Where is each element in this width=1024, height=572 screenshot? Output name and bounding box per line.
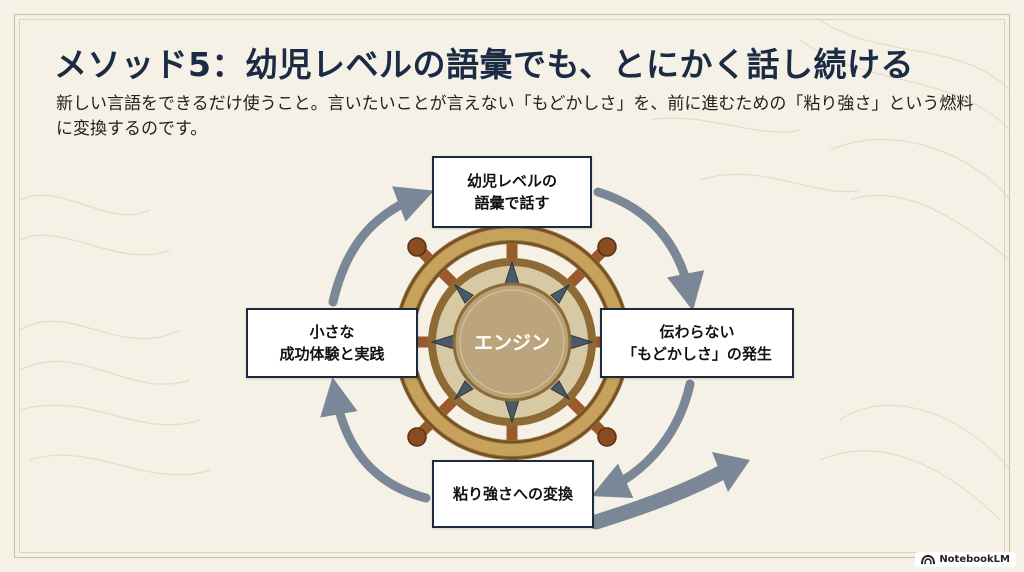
- stage-convert-to-persistence: 粘り強さへの変換: [432, 460, 594, 528]
- stage-speak-with-toddler-vocabulary: 幼児レベルの 語彙で話す: [432, 156, 592, 228]
- arrow-forward-momentum-head: [712, 452, 750, 492]
- stage-small-success-and-practice: 小さな 成功体験と実践: [246, 308, 418, 378]
- arrow-left-to-top: [328, 186, 435, 307]
- engine-label: エンジン: [474, 332, 550, 354]
- arrow-forward-momentum: [588, 460, 738, 530]
- brand-label: NotebookLM: [939, 554, 1010, 565]
- slide-subtitle: 新しい言語をできるだけ使うこと。言いたいことが言えない「もどかしさ」を、前に進む…: [56, 94, 974, 139]
- arrow-right-to-bottom: [591, 379, 695, 499]
- notebooklm-logo-icon: [921, 554, 936, 564]
- slide-title: メソッド5：幼児レベルの語彙でも、とにかく話し続ける: [54, 45, 914, 84]
- arrow-bottom-to-left: [320, 377, 431, 503]
- notebooklm-badge: NotebookLM: [915, 552, 1016, 567]
- arrow-top-to-right: [593, 187, 705, 311]
- stage-frustration-occurs: 伝わらない 「もどかしさ」の発生: [600, 308, 794, 378]
